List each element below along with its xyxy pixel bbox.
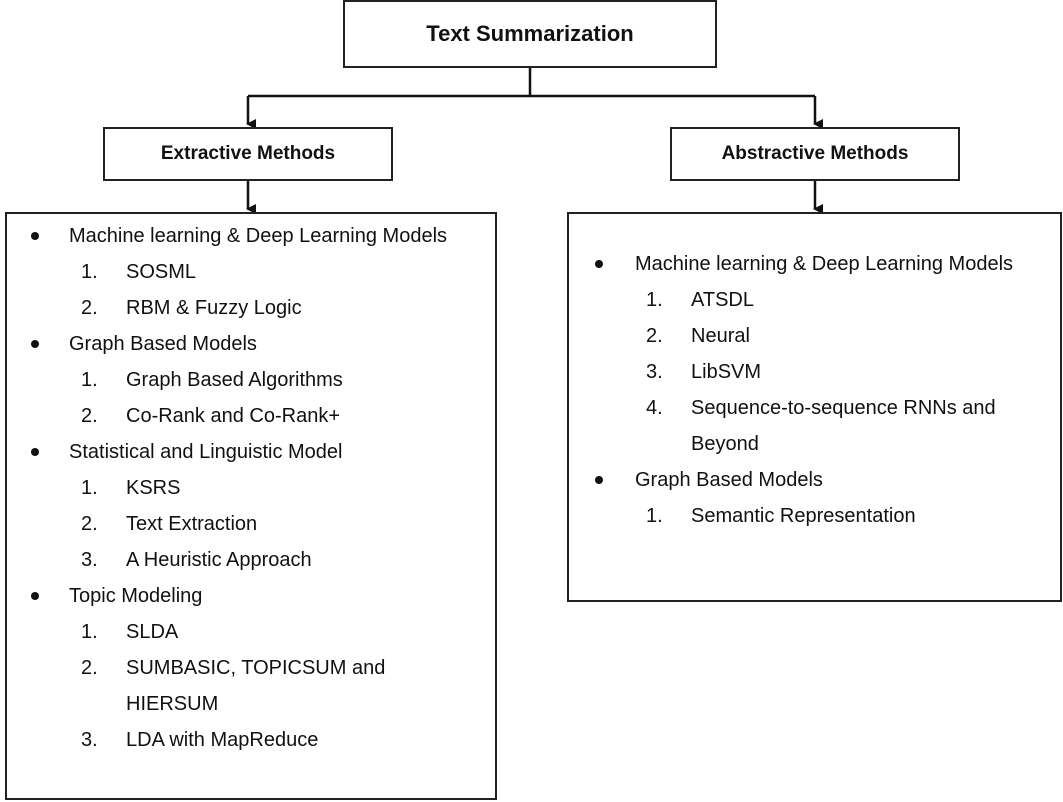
abstractive-title: Abstractive Methods (721, 143, 909, 164)
category-label: Machine learning & Deep Learning Models (69, 225, 448, 247)
item-number: 1. (646, 289, 663, 311)
item-number: 1. (646, 505, 663, 527)
item-number: 4. (646, 397, 663, 419)
extractive-methods-list-box: Machine learning & Deep Learning Models … (5, 212, 497, 800)
method-item: 3. A Heuristic Approach (7, 542, 469, 578)
method-item: 3. LDA with MapReduce (7, 722, 469, 758)
category-label: Graph Based Models (635, 469, 823, 491)
method-item: 2. RBM & Fuzzy Logic (7, 290, 469, 326)
item-label: SLDA (126, 621, 179, 643)
method-item: 1. Graph Based Algorithms (7, 362, 469, 398)
item-number: 2. (81, 657, 98, 679)
method-item: 1. ATSDL (569, 282, 1051, 318)
extractive-title: Extractive Methods (160, 143, 336, 164)
method-item: 4. Sequence-to-sequence RNNs and Beyond (569, 390, 1051, 462)
item-label: Graph Based Algorithms (126, 369, 343, 391)
category-label: Topic Modeling (69, 585, 203, 607)
bullet-icon (31, 232, 39, 240)
method-item: 2. SUMBASIC, TOPICSUM and HIERSUM (7, 650, 469, 722)
item-label: Semantic Representation (691, 505, 916, 527)
abstractive-methods-list-box: Machine learning & Deep Learning Models … (567, 212, 1062, 602)
item-number: 2. (81, 513, 98, 535)
extractive-methods-list: Machine learning & Deep Learning Models … (7, 218, 469, 758)
method-item: 1. SOSML (7, 254, 469, 290)
bullet-icon (595, 476, 603, 484)
method-item: 1. SLDA (7, 614, 469, 650)
item-label: Sequence-to-sequence RNNs and Beyond (691, 397, 996, 455)
item-number: 1. (81, 369, 98, 391)
item-label: Co-Rank and Co-Rank+ (126, 405, 340, 427)
abstractive-methods-node: Abstractive Methods (670, 127, 960, 181)
item-label: KSRS (126, 477, 181, 499)
root-title: Text Summarization (426, 21, 634, 46)
method-item: 2. Text Extraction (7, 506, 469, 542)
item-number: 3. (81, 549, 98, 571)
item-number: 2. (646, 325, 663, 347)
item-number: 1. (81, 477, 98, 499)
item-label: LibSVM (691, 361, 762, 383)
item-label: Neural (691, 325, 750, 347)
item-number: 3. (646, 361, 663, 383)
extractive-methods-node: Extractive Methods (103, 127, 393, 181)
method-category: Statistical and Linguistic Model 1. KSRS… (7, 434, 469, 578)
bullet-icon (31, 448, 39, 456)
item-number: 1. (81, 621, 98, 643)
bullet-icon (31, 592, 39, 600)
item-number: 3. (81, 729, 98, 751)
method-item: 1. KSRS (7, 470, 469, 506)
method-category: Graph Based Models 1. Semantic Represent… (569, 462, 1051, 534)
method-item: 2. Neural (569, 318, 1051, 354)
category-label: Statistical and Linguistic Model (69, 441, 343, 463)
bullet-icon (31, 340, 39, 348)
method-category: Machine learning & Deep Learning Models … (569, 246, 1051, 462)
item-label: A Heuristic Approach (126, 549, 312, 571)
category-label: Machine learning & Deep Learning Models (635, 253, 1014, 275)
item-number: 1. (81, 261, 98, 283)
item-label: LDA with MapReduce (126, 729, 319, 751)
item-number: 2. (81, 297, 98, 319)
method-item: 2. Co-Rank and Co-Rank+ (7, 398, 469, 434)
method-item: 3. LibSVM (569, 354, 1051, 390)
item-label: RBM & Fuzzy Logic (126, 297, 302, 319)
method-category: Graph Based Models 1. Graph Based Algori… (7, 326, 469, 434)
item-label: ATSDL (691, 289, 754, 311)
category-label: Graph Based Models (69, 333, 257, 355)
root-node: Text Summarization (343, 0, 717, 68)
method-item: 1. Semantic Representation (569, 498, 1051, 534)
method-category: Topic Modeling 1. SLDA 2. SUMBASIC, TOPI… (7, 578, 469, 758)
item-label: Text Extraction (126, 513, 258, 535)
item-label: SOSML (126, 261, 197, 283)
bullet-icon (595, 260, 603, 268)
method-category: Machine learning & Deep Learning Models … (7, 218, 469, 326)
abstractive-methods-list: Machine learning & Deep Learning Models … (569, 246, 1051, 534)
item-number: 2. (81, 405, 98, 427)
item-label: SUMBASIC, TOPICSUM and HIERSUM (126, 657, 386, 715)
